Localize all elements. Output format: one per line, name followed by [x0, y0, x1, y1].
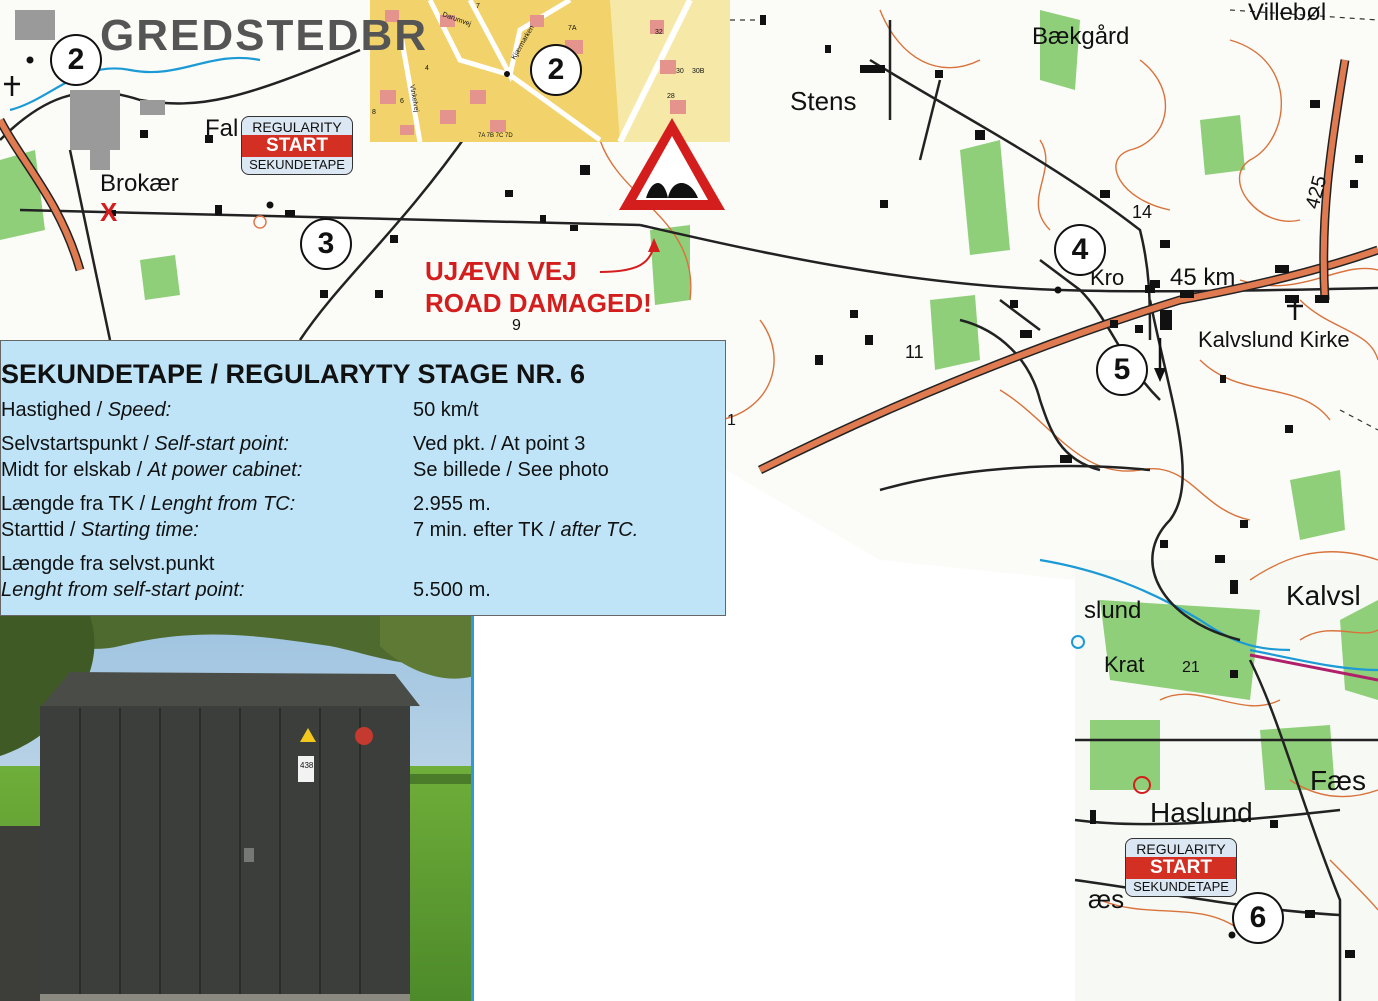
starttime-label: Starttid / Starting time: — [1, 519, 199, 541]
speed-value: 50 km/t — [413, 399, 479, 421]
red-x-marker: X — [100, 197, 118, 227]
waypoint-4: 4 — [1054, 224, 1106, 276]
badge-top-text: REGULARITY — [1136, 841, 1226, 857]
waypoint-6: 6 — [1232, 892, 1284, 944]
tracks — [730, 9, 1378, 431]
badge-top-text: REGULARITY — [252, 119, 342, 135]
label-gredstedbro: GREDSTEDBR — [100, 11, 428, 60]
selflength-label-en: Lenght from self-start point: — [1, 579, 245, 601]
waypoint-2-inset: 2 — [530, 44, 582, 96]
label-1: 1 — [727, 412, 736, 429]
label-krat: Krat — [1104, 652, 1144, 677]
label-falk: Fal — [205, 115, 238, 142]
label-brokaer: Brokær — [100, 170, 179, 197]
label-villebol: Villebøl — [1248, 0, 1326, 26]
label-islund: slund — [1084, 597, 1141, 624]
stage-info-panel: SEKUNDETAPE / REGULARYTY STAGE NR. 6 Has… — [0, 340, 726, 616]
speed-label: Hastighed / Speed: — [1, 399, 172, 421]
waypoint-5: 5 — [1096, 344, 1148, 396]
main-roads — [0, 59, 1378, 475]
cabinet-value: Se billede / See photo — [413, 459, 609, 481]
inset-house-7abcd: 7A 7B 7C 7D — [478, 133, 513, 139]
stage-title: SEKUNDETAPE / REGULARYTY STAGE NR. 6 — [1, 359, 586, 389]
badge-bottom-text: SEKUNDETAPE — [1133, 879, 1229, 894]
label-kalvslund-kirke: Kalvslund Kirke — [1198, 327, 1350, 352]
selfstart-label: Selvstartspunkt / Self-start point: — [1, 433, 289, 455]
label-45km: 45 km — [1170, 264, 1235, 291]
badge-start-text: START — [242, 135, 352, 157]
direction-arrow-icon — [1154, 338, 1166, 382]
length-label: Længde fra TK / Lenght from TC: — [1, 493, 296, 515]
label-14: 14 — [1132, 202, 1152, 222]
selflength-value: 5.500 m. — [413, 579, 491, 601]
inset-house-8: 8 — [372, 109, 376, 116]
church-icon — [1287, 300, 1303, 320]
church-icon-town — [4, 76, 20, 96]
regularity-start-badge-2: REGULARITY START SEKUNDETAPE — [1125, 838, 1237, 897]
cabinet-label: Midt for elskab / At power cabinet: — [1, 459, 303, 481]
inset-house-28: 28 — [667, 93, 675, 100]
label-kalvslund: Kalvsl — [1286, 580, 1361, 611]
power-cabinet-photo: 438 — [0, 616, 474, 1001]
warning-line-2: ROAD DAMAGED! — [425, 288, 652, 318]
cabinet-number: 438 — [300, 761, 314, 770]
length-value: 2.955 m. — [413, 493, 491, 515]
warning-pointer-head — [648, 238, 660, 252]
inset-house-7: 7 — [476, 3, 480, 10]
warning-line-1: UJÆVN VEJ — [425, 256, 577, 286]
starttime-value: 7 min. efter TK / after TC. — [413, 519, 639, 541]
selfstart-value: Ved pkt. / At point 3 — [413, 433, 586, 455]
badge-start-text: START — [1126, 857, 1236, 879]
minor-roads — [0, 20, 1378, 1001]
label-stens: Stens — [790, 86, 857, 116]
badge-bottom-text: SEKUNDETAPE — [249, 157, 345, 172]
building-markers — [110, 15, 1363, 958]
inset-house-6: 6 — [400, 98, 404, 105]
label-11: 11 — [905, 342, 924, 362]
haslund-monument-marker — [1133, 776, 1151, 794]
label-haslund: Haslund — [1150, 797, 1253, 828]
route-points — [26, 56, 1236, 939]
inset-house-7a: 7A — [568, 25, 577, 32]
regularity-start-badge-1: REGULARITY START SEKUNDETAPE — [241, 116, 353, 175]
label-faes: Fæs — [1310, 765, 1366, 796]
town-buildings — [15, 10, 165, 170]
waypoint-3: 3 — [300, 218, 352, 270]
inset-house-4: 4 — [425, 65, 429, 72]
purple-boundary — [1249, 653, 1378, 682]
inset-house-30b: 30B — [692, 68, 705, 75]
bump-warning-icon — [619, 118, 725, 210]
inset-house-30: 30 — [676, 68, 684, 75]
water-marker — [1071, 635, 1085, 649]
inset-house-32: 32 — [655, 29, 663, 36]
small-circle-marker — [253, 215, 267, 229]
label-baekgard: Bækgård — [1032, 23, 1129, 50]
label-aes: æs — [1088, 884, 1124, 914]
waypoint-2-map: 2 — [50, 34, 102, 86]
water-streams — [9, 56, 1378, 672]
label-21: 21 — [1182, 659, 1200, 676]
inset-street-vinkelvej: Vinkelvej — [408, 84, 420, 113]
photo-illustration: 438 — [0, 616, 471, 1001]
label-9: 9 — [512, 317, 521, 334]
selflength-label: Længde fra selvst.punkt — [1, 553, 215, 575]
